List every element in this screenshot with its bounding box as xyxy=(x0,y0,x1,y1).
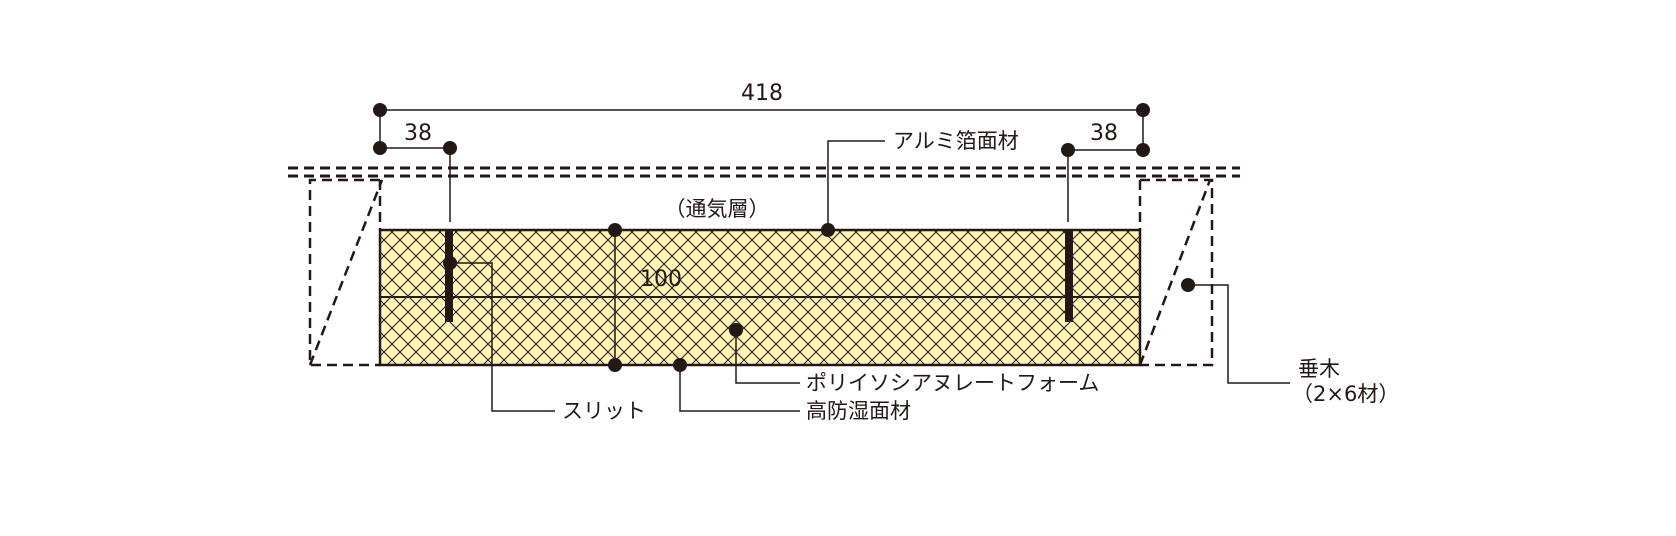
dot xyxy=(443,141,457,155)
slit-left xyxy=(445,230,453,322)
dimension-dots xyxy=(373,103,1195,372)
dot xyxy=(373,103,387,117)
label-polyiso-foam: ポリイソシアヌレートフォーム xyxy=(806,371,1099,395)
dim-right-offset: 38 xyxy=(1090,121,1118,146)
rafter-left xyxy=(308,178,384,367)
sheathing-dashed-lines xyxy=(288,166,1240,178)
label-rafter-size: （2×6材） xyxy=(1292,382,1399,406)
rafter-right xyxy=(1138,178,1214,367)
dot xyxy=(1136,103,1150,117)
label-aluminum-facer: アルミ箔面材 xyxy=(893,129,1019,153)
dot xyxy=(373,141,387,155)
leader-lines xyxy=(450,140,1290,412)
dot xyxy=(1136,143,1150,157)
dim-total-width: 418 xyxy=(741,81,783,106)
label-rafter: 垂木 xyxy=(1298,357,1340,381)
dot xyxy=(1061,143,1075,157)
rafter-inner-dashes xyxy=(378,180,1142,230)
dot xyxy=(673,358,687,372)
dot xyxy=(608,358,622,372)
dot xyxy=(608,223,622,237)
slit-right xyxy=(1065,230,1073,322)
label-vapor-barrier: 高防湿面材 xyxy=(806,399,911,423)
dot xyxy=(1181,278,1195,292)
dot xyxy=(729,323,743,337)
dim-insulation-thickness: 100 xyxy=(640,267,682,292)
label-air-layer: （通気層） xyxy=(665,197,770,221)
dim-left-offset: 38 xyxy=(404,121,432,146)
dot xyxy=(821,223,835,237)
label-slit: スリット xyxy=(562,399,646,423)
dot xyxy=(443,256,457,270)
